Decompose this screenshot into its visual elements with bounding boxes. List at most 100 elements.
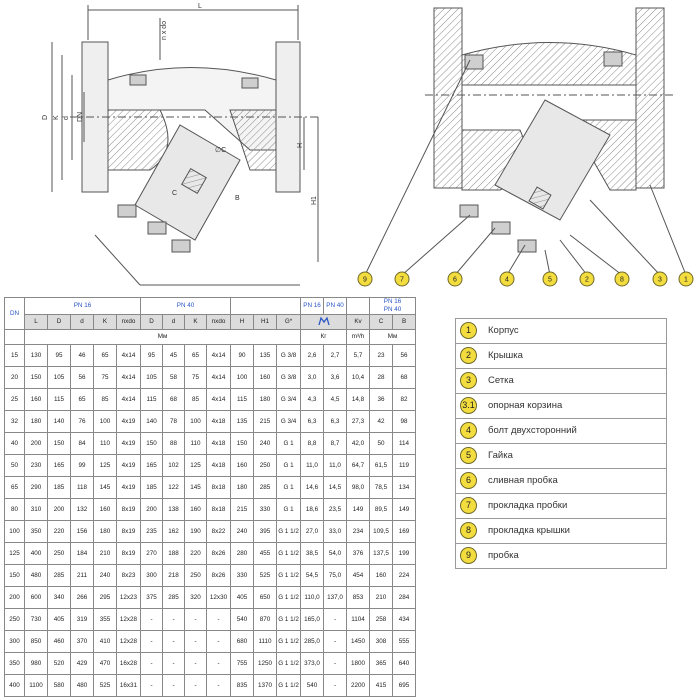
- table-cell: 165: [47, 454, 71, 477]
- table-cell: G 1 1/2: [276, 608, 302, 631]
- col-B: B: [392, 314, 417, 330]
- table-cell: 119: [392, 454, 417, 477]
- table-cell: 135: [230, 410, 255, 433]
- table-cell: 640: [392, 652, 417, 675]
- table-cell: G 1: [276, 498, 302, 521]
- dim-D: D: [42, 115, 49, 120]
- table-cell: 680: [230, 630, 255, 653]
- table-cell: 68: [392, 366, 417, 389]
- table-cell: 95: [140, 344, 163, 367]
- dim-d: d: [63, 116, 70, 120]
- table-cell: G 3/4: [276, 410, 302, 433]
- table-cell: 100: [184, 410, 207, 433]
- table-cell: 118: [70, 476, 94, 499]
- table-cell: -: [140, 630, 163, 653]
- dim-nxdo: n x do: [161, 21, 168, 40]
- table-cell: 350: [4, 652, 25, 675]
- table-cell: 1100: [24, 674, 48, 697]
- table-cell: 730: [24, 608, 48, 631]
- table-cell: 400: [24, 542, 48, 565]
- col-H: H: [230, 314, 255, 330]
- table-cell: 149: [392, 498, 417, 521]
- table-cell: 56: [70, 366, 94, 389]
- table-cell: 150: [47, 432, 71, 455]
- table-cell: 284: [392, 586, 417, 609]
- table-cell: 12x30: [205, 586, 232, 609]
- table-cell: -: [140, 674, 163, 697]
- svg-text:5: 5: [548, 277, 552, 284]
- table-cell: 370: [70, 630, 94, 653]
- table-cell: 46: [70, 344, 94, 367]
- part-number-badge: 3: [460, 372, 477, 389]
- table-cell: 122: [162, 476, 185, 499]
- table-cell: 240: [253, 432, 278, 455]
- table-cell: 75,0: [323, 564, 348, 587]
- table-cell: 308: [369, 630, 394, 653]
- table-cell: 40: [4, 432, 25, 455]
- table-cell: -: [140, 652, 163, 675]
- table-cell: 310: [24, 498, 48, 521]
- svg-text:4: 4: [505, 277, 509, 284]
- table-cell: 25: [4, 388, 25, 411]
- table-cell: 555: [392, 630, 417, 653]
- table-cell: 84: [70, 432, 94, 455]
- table-cell: 18,6: [300, 498, 325, 521]
- callouts: 9 7 6 4 5 2 8 3 1: [357, 271, 694, 287]
- table-cell: 14,8: [346, 388, 371, 411]
- table-cell: 295: [93, 586, 117, 609]
- table-cell: 54,0: [323, 542, 348, 565]
- table-cell: 355: [93, 608, 117, 631]
- table-cell: 114: [392, 432, 417, 455]
- table-cell: 375: [140, 586, 163, 609]
- table-cell: 185: [47, 476, 71, 499]
- table-cell: 140: [140, 410, 163, 433]
- table-cell: 115: [47, 388, 71, 411]
- table-cell: 160: [184, 498, 207, 521]
- table-cell: 280: [230, 542, 255, 565]
- table-cell: 215: [253, 410, 278, 433]
- table-cell: G 3/8: [276, 344, 302, 367]
- table-cell: 61,5: [369, 454, 394, 477]
- table-cell: 23,5: [323, 498, 348, 521]
- table-cell: G 1: [276, 432, 302, 455]
- table-cell: -: [323, 608, 348, 631]
- table-cell: 27,3: [346, 410, 371, 433]
- header-blank-kv: [346, 297, 371, 315]
- table-cell: 125: [4, 542, 25, 565]
- table-cell: 290: [24, 476, 48, 499]
- table-cell: 454: [346, 564, 371, 587]
- table-cell: 850: [24, 630, 48, 653]
- table-cell: 150: [140, 432, 163, 455]
- header-pn16: PN 16: [24, 297, 141, 315]
- table-cell: 33,0: [323, 520, 348, 543]
- table-cell: -: [323, 652, 348, 675]
- svg-text:3: 3: [658, 277, 662, 284]
- table-cell: 319: [70, 608, 94, 631]
- table-cell: 218: [162, 564, 185, 587]
- table-cell: 853: [346, 586, 371, 609]
- table-cell: 320: [184, 586, 207, 609]
- table-cell: 125: [184, 454, 207, 477]
- table-cell: G 1 1/2: [276, 564, 302, 587]
- header-pn40-short: PN 40: [323, 297, 348, 315]
- table-cell: 82: [392, 388, 417, 411]
- part-number-badge: 3.1: [460, 397, 477, 414]
- table-cell: 100: [93, 410, 117, 433]
- table-cell: 240: [230, 520, 255, 543]
- svg-text:7: 7: [400, 277, 404, 284]
- table-cell: 980: [24, 652, 48, 675]
- table-cell: 4x14: [116, 388, 141, 411]
- table-cell: 2,7: [323, 344, 348, 367]
- table-cell: 4x14: [116, 366, 141, 389]
- part-name: болт двухсторонний: [488, 425, 577, 436]
- table-cell: 12x23: [116, 586, 141, 609]
- column-header-row: L D d K nxdo D d K nxdo H H1 G* Kv C B: [4, 314, 417, 330]
- part-number-badge: 5: [460, 447, 477, 464]
- table-cell: 110: [184, 432, 207, 455]
- part-number-badge: 1: [460, 322, 477, 339]
